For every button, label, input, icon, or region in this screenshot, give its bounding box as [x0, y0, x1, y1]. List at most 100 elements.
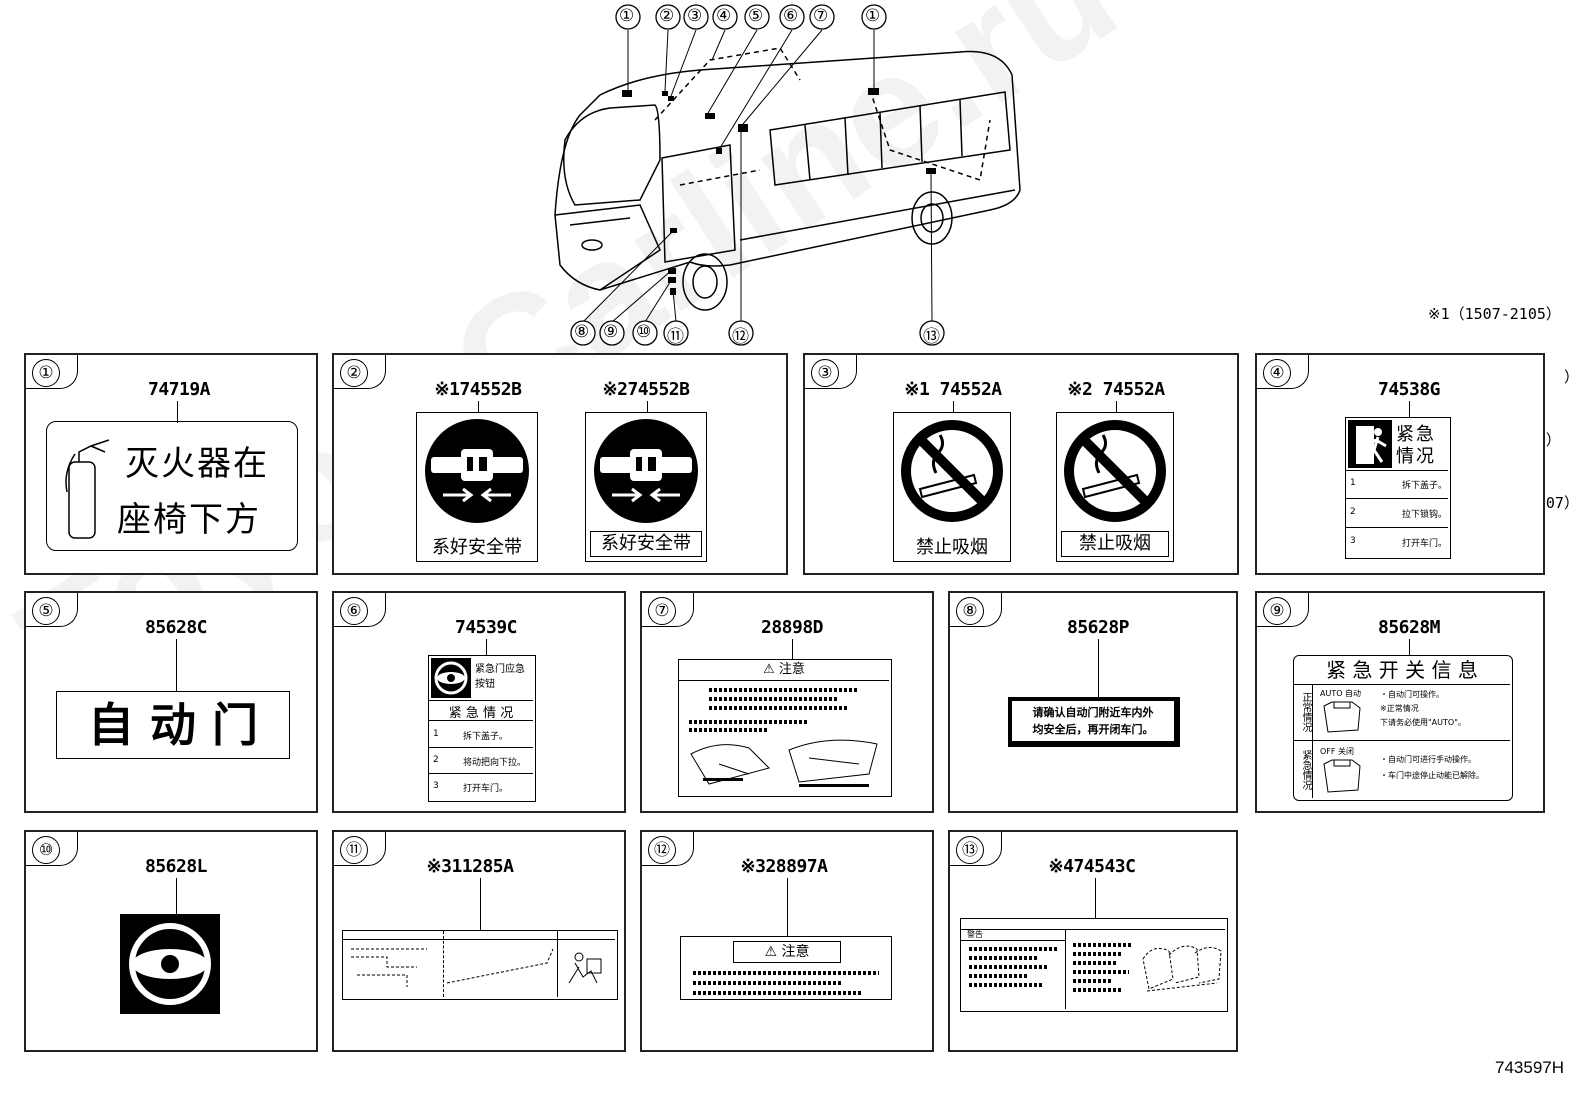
panel-index: ⑧: [956, 597, 984, 625]
callout-4: ④: [716, 6, 732, 26]
panel-1: ① 74719A 灭火器在 座椅下方: [24, 353, 318, 575]
caution-label-large: ⚠ 注意: [678, 659, 892, 797]
panel-index: ⑫: [648, 836, 676, 864]
emergency-notes: ・自动门可进行手动操作。・车门中途停止动能已解除。: [1380, 755, 1484, 780]
callout-10: ⑩: [636, 322, 652, 342]
warning-head: 警告: [961, 929, 1065, 941]
panel-index: ①: [32, 359, 60, 387]
callout-1b: ①: [865, 6, 881, 26]
switch-icon-auto: [1323, 701, 1361, 733]
diagram-id: 743597H: [1495, 1058, 1565, 1077]
no-smoking-icon: [901, 420, 1003, 522]
side-label-normal: 正常情况: [1294, 684, 1313, 741]
callout-12: ⑫: [732, 327, 749, 347]
bus-overview-drawing: [554, 4, 1021, 346]
callout-1: ①: [619, 6, 635, 26]
callout-8: ⑧: [574, 322, 590, 342]
panel-2: ② ※174552B ※274552B 系好安全带 系好安全带: [332, 353, 788, 575]
panel-10: ⑩ 85628L: [24, 830, 318, 1052]
switch-icon-off: [1323, 759, 1361, 793]
warning-triangle-icon: ⚠: [764, 944, 782, 960]
label-line-2: 均安全后，再开闭车门。: [1032, 723, 1154, 736]
extinguisher-icon: [65, 439, 110, 539]
seatbelt-label-a: 系好安全带: [416, 412, 538, 562]
emergency-button-icon: [431, 658, 471, 698]
part-number: 74538G: [1377, 379, 1441, 400]
caution-label-small: ⚠ 注意: [680, 936, 892, 1000]
panel-index: ③: [811, 359, 839, 387]
label-line-2: 座椅下方: [117, 500, 261, 540]
panel-index: ⑤: [32, 597, 60, 625]
panel-index: ②: [340, 359, 368, 387]
panel-13: ⑬ ※474543C 警告: [948, 830, 1238, 1052]
panel-8: ⑧ 85628P 请确认自动门附近车内外 均安全后，再开闭车门。: [948, 591, 1238, 813]
part-number: ※328897A: [740, 856, 828, 877]
panel-index: ⑪: [340, 836, 368, 864]
note-1: ※1（1507-2105）: [1428, 305, 1561, 323]
no-smoking-label-a: 禁止吸烟: [893, 412, 1011, 562]
part-number-a: ※1 74552A: [904, 379, 1002, 400]
panel-11: ⑪ ※311285A: [332, 830, 626, 1052]
info-label-wide: [342, 930, 618, 1000]
label-title: 紧 急 开 关 信 息: [1294, 656, 1510, 685]
panel-index: ⑬: [956, 836, 984, 864]
caption: 系好安全带: [432, 537, 522, 558]
auto-door-label: 自 动 门: [56, 691, 290, 759]
no-smoking-label-b: 禁止吸烟: [1056, 412, 1174, 562]
panel-index: ④: [1263, 359, 1291, 387]
label-title: ⚠ 注意: [679, 660, 889, 681]
label-head: 紧急门应急按钮: [475, 664, 525, 690]
part-number-b: ※274552B: [602, 379, 690, 400]
callout-11: ⑪: [667, 327, 684, 347]
callout-6: ⑥: [783, 6, 799, 26]
label-line-1: 请确认自动门附近车内外: [1032, 706, 1154, 719]
part-number: 85628P: [1066, 617, 1130, 638]
label-title: ⚠ 注意: [733, 941, 841, 963]
panel-9: ⑨ 85628M 紧 急 开 关 信 息 正常情况 紧急情况 AUTO 自动 O…: [1255, 591, 1545, 813]
part-number: 28898D: [760, 617, 824, 638]
panel-12: ⑫ ※328897A ⚠ 注意: [640, 830, 934, 1052]
seatbelt-label-b: 系好安全带: [585, 412, 707, 562]
label-title: 紧 急 情 况: [429, 702, 533, 721]
side-label-emergency: 紧急情况: [1294, 741, 1313, 798]
info-label-content: [351, 948, 602, 987]
door-diagram: [690, 739, 878, 787]
callout-numbers: ① ② ③ ④ ⑤ ⑥ ⑦ ① ⑧ ⑨ ⑩ ⑪ ⑫ ⑬: [0, 0, 1592, 350]
panel-index: ⑨: [1263, 597, 1291, 625]
panel-index: ⑥: [340, 597, 368, 625]
seats-diagram: [1142, 945, 1222, 992]
part-number: ※311285A: [426, 856, 514, 877]
panel-3: ③ ※1 74552A ※2 74552A 禁止吸烟 禁止吸烟: [803, 353, 1239, 575]
panel-5: ⑤ 85628C 自 动 门: [24, 591, 318, 813]
callout-13: ⑬: [923, 327, 940, 347]
part-number: 74539C: [454, 617, 518, 638]
caption: 禁止吸烟: [916, 537, 988, 558]
callout-7: ⑦: [813, 6, 829, 26]
seatbelt-icon: [594, 419, 698, 523]
part-number: 85628M: [1377, 617, 1441, 638]
part-number: 85628L: [144, 856, 208, 877]
callout-3: ③: [687, 6, 703, 26]
extinguisher-label: 灭火器在 座椅下方: [46, 421, 298, 551]
door-safety-label: 请确认自动门附近车内外 均安全后，再开闭车门。: [1008, 697, 1180, 747]
panel-7: ⑦ 28898D ⚠ 注意: [640, 591, 934, 813]
warning-label: 警告: [960, 918, 1228, 1012]
part-number: 85628C: [144, 617, 208, 638]
label-line-1: 灭火器在: [125, 444, 269, 484]
no-smoking-icon: [1064, 420, 1166, 522]
callout-9: ⑨: [603, 322, 619, 342]
part-number: 74719A: [147, 379, 211, 400]
panel-index: ⑩: [32, 836, 60, 864]
switch-auto: AUTO 自动: [1320, 689, 1362, 698]
caption: 禁止吸烟: [1061, 531, 1169, 557]
part-number-a: ※174552B: [434, 379, 522, 400]
part-number-b: ※2 74552A: [1067, 379, 1165, 400]
switch-off: OFF 关闭: [1320, 747, 1355, 756]
panel-index: ⑦: [648, 597, 676, 625]
caption: 系好安全带: [590, 531, 702, 557]
